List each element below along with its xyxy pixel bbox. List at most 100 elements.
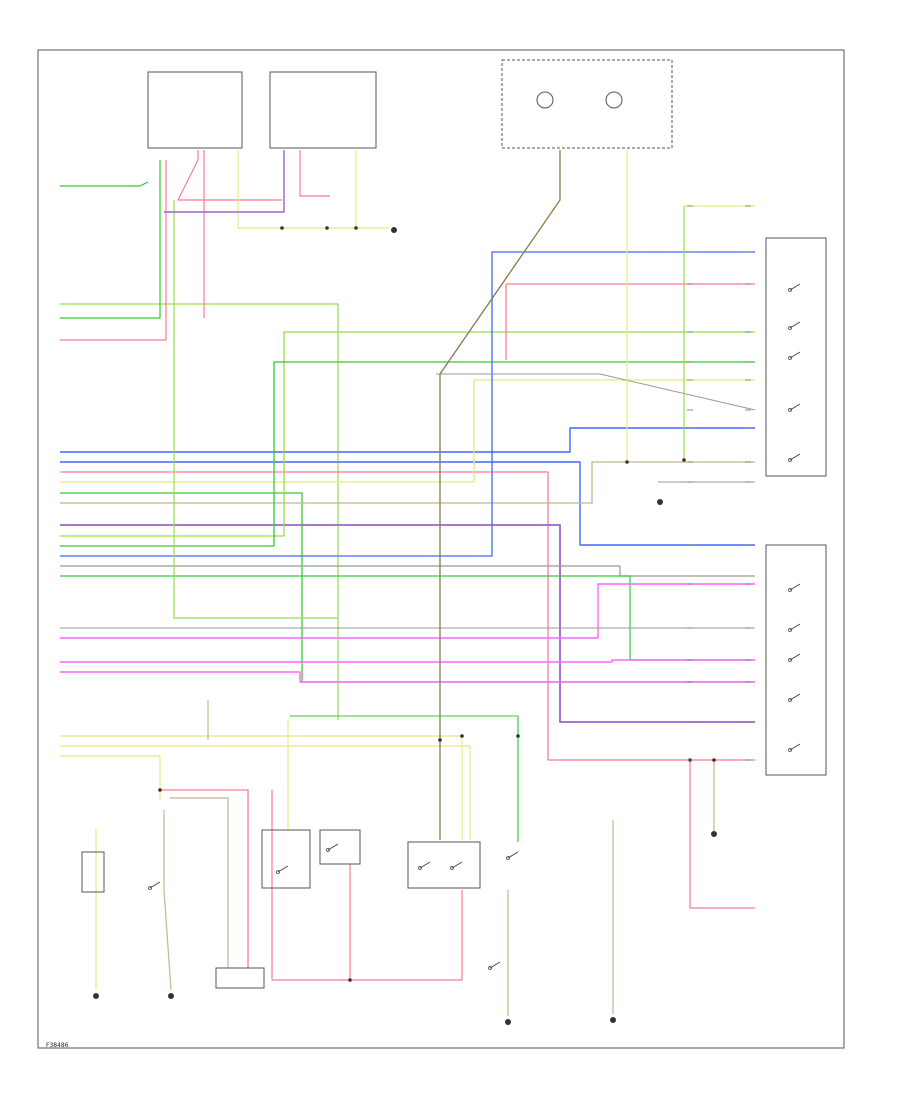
wire xyxy=(60,461,755,504)
relay-box xyxy=(319,829,361,865)
wire xyxy=(160,789,249,968)
mirror-switch-contact xyxy=(789,453,801,461)
fuse-box xyxy=(81,851,105,893)
switch-pivot xyxy=(788,356,792,360)
wire xyxy=(60,524,755,723)
ground-icon xyxy=(505,1019,511,1025)
wire xyxy=(60,735,463,840)
mirror-switch-contact xyxy=(789,351,801,359)
wire xyxy=(60,251,755,557)
wire xyxy=(271,790,351,981)
wire xyxy=(60,492,755,683)
splice-dot xyxy=(348,978,352,982)
ground-icon xyxy=(168,993,174,999)
wire xyxy=(60,379,755,483)
mirror-switch-contact xyxy=(789,321,801,329)
splice-dot xyxy=(325,226,329,230)
wire xyxy=(60,659,755,663)
mirror-switch-contact xyxy=(789,623,801,631)
splice-dot xyxy=(354,226,358,230)
wire xyxy=(60,361,755,547)
wire xyxy=(60,755,161,800)
wire xyxy=(177,150,282,201)
ground-icon xyxy=(657,499,663,505)
switch-contact xyxy=(419,861,431,869)
switch-pivot xyxy=(788,588,792,592)
mirror-switch-contact xyxy=(789,403,801,411)
switch-pivot xyxy=(788,658,792,662)
mirror-switch-contact xyxy=(789,583,801,591)
memory-unit-box xyxy=(501,59,673,149)
splice-dot xyxy=(516,734,520,738)
wire xyxy=(299,150,330,197)
switch-pivot xyxy=(418,866,422,870)
switch-pivot xyxy=(788,458,792,462)
switch-pivot xyxy=(788,698,792,702)
switch-pivot xyxy=(488,966,492,970)
components-layer xyxy=(37,49,845,1049)
switch-pivot xyxy=(788,408,792,412)
mirror-switch-contact xyxy=(789,693,801,701)
mirror-switch-contact xyxy=(789,653,801,661)
ground-icon xyxy=(93,993,99,999)
wire xyxy=(60,745,471,840)
passenger-seat-memory-module xyxy=(269,71,377,149)
switch-pivot xyxy=(276,870,280,874)
wire xyxy=(237,150,390,229)
wire xyxy=(60,583,755,639)
driver-seat-memory-module xyxy=(147,71,243,149)
ground-icon xyxy=(610,1017,616,1023)
splice-dot xyxy=(682,458,686,462)
wire xyxy=(60,160,161,319)
splice-dot xyxy=(712,758,716,762)
splice-dot xyxy=(280,226,284,230)
wire xyxy=(60,471,755,761)
wire xyxy=(436,373,756,411)
mirror-switch-contact xyxy=(789,743,801,751)
switch-contact xyxy=(327,843,339,851)
motor-icon xyxy=(536,91,554,109)
switch-pivot xyxy=(788,748,792,752)
mirror-switch-contact xyxy=(789,283,801,291)
motor-icon xyxy=(605,91,623,109)
wire xyxy=(60,575,755,661)
mirror-control-switch-box xyxy=(407,841,481,889)
switch-contact xyxy=(489,961,501,969)
switch-contact xyxy=(277,865,289,873)
wire xyxy=(170,797,229,968)
ground-icon xyxy=(391,227,397,233)
wire xyxy=(164,150,285,213)
wire xyxy=(350,890,463,981)
wire xyxy=(60,181,149,187)
connector-block xyxy=(215,967,265,989)
wire xyxy=(60,427,755,453)
switch-pivot xyxy=(326,848,330,852)
splice-dot xyxy=(158,788,162,792)
splice-dot xyxy=(625,460,629,464)
power-relay-box xyxy=(261,829,311,889)
ground-icon xyxy=(711,831,717,837)
wire xyxy=(60,671,755,683)
switch-pivot xyxy=(788,288,792,292)
switch-contact xyxy=(507,851,519,859)
switch-pivot xyxy=(450,866,454,870)
diagram-frame xyxy=(37,49,845,1049)
wire xyxy=(60,565,755,577)
wire xyxy=(689,760,755,909)
wire xyxy=(163,889,172,991)
wires-layer xyxy=(60,150,756,1016)
switch-contact xyxy=(451,861,463,869)
switch-pivot xyxy=(506,856,510,860)
switch-pivot xyxy=(788,326,792,330)
driver-mirror-switch-block xyxy=(765,237,827,477)
splice-dot xyxy=(460,734,464,738)
wire xyxy=(173,200,338,619)
wire xyxy=(60,160,167,341)
wire xyxy=(60,331,755,537)
wire xyxy=(60,303,339,720)
wire xyxy=(439,150,561,840)
splice-dot xyxy=(438,738,442,742)
switch-pivot xyxy=(148,886,152,890)
switch-contact xyxy=(149,881,161,889)
